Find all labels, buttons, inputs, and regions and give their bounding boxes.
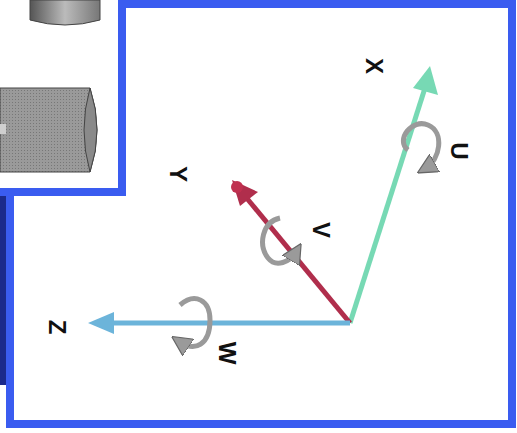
axis-label: V — [309, 222, 333, 238]
axis-arrows — [88, 66, 438, 334]
axis-label: Y — [166, 166, 190, 182]
axis-label: U — [447, 143, 471, 160]
axis-label: X — [362, 58, 386, 74]
axis-label: Z — [45, 319, 69, 334]
cylinder-part — [0, 0, 100, 172]
inset-frame — [0, 0, 122, 192]
rotation-arrows — [180, 124, 439, 347]
axis-label: W — [215, 341, 239, 364]
